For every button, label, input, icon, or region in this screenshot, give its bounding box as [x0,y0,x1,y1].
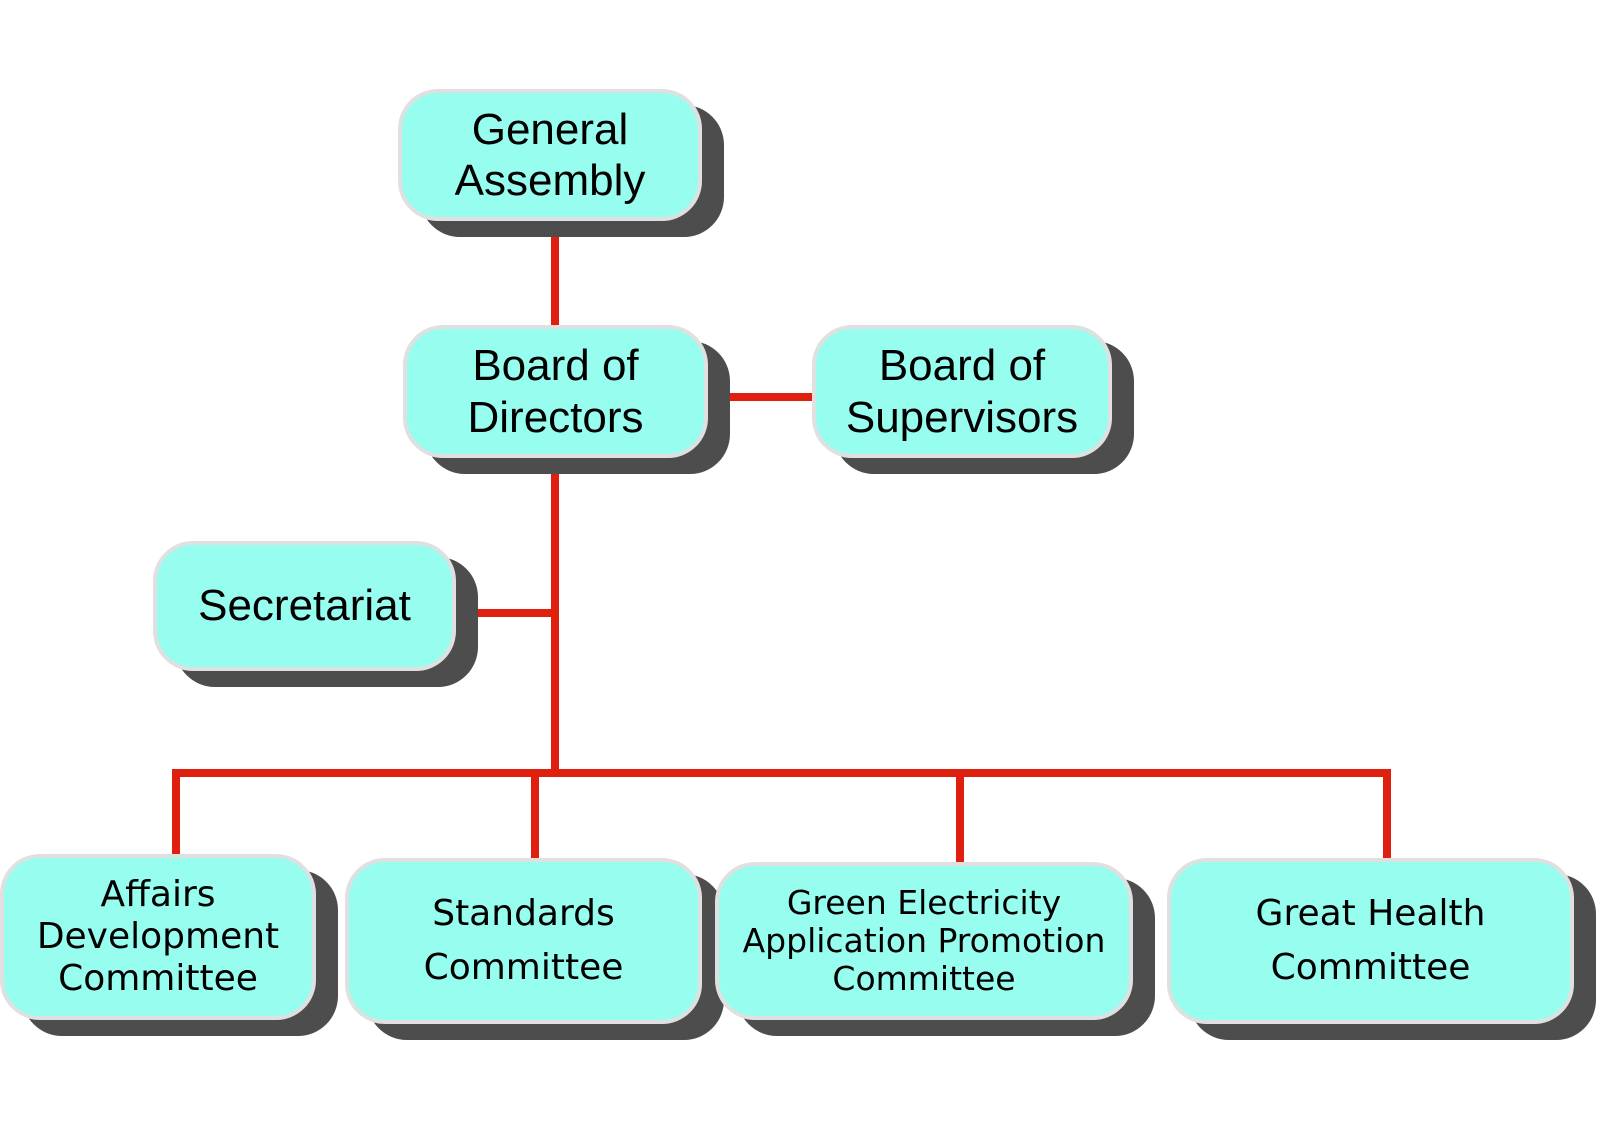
node-great-health-committee: Great Health Committee [1167,858,1596,1040]
node-general-assembly: General Assembly [398,89,724,237]
node-secretariat: Secretariat [153,541,478,687]
node-green-electricity-committee: Green Electricity Application Promotion … [715,862,1155,1036]
node-secretariat-label: Secretariat [198,581,411,631]
node-board-of-supervisors: Board of Supervisors [812,325,1134,474]
node-standards-committee: Standards Committee [345,858,724,1040]
node-board-of-supervisors-label: Board of Supervisors [845,341,1079,442]
node-great-health-committee-label: Great Health Committee [1255,893,1486,988]
node-affairs-development-committee-label: Affairs Development Committee [36,874,280,999]
node-general-assembly-label: General Assembly [454,104,646,205]
node-green-electricity-committee-label: Green Electricity Application Promotion … [742,882,1106,999]
node-board-of-directors: Board of Directors [403,325,730,474]
node-board-of-directors-label: Board of Directors [467,341,644,442]
node-affairs-development-committee: Affairs Development Committee [0,854,338,1036]
node-standards-committee-label: Standards Committee [423,893,624,988]
